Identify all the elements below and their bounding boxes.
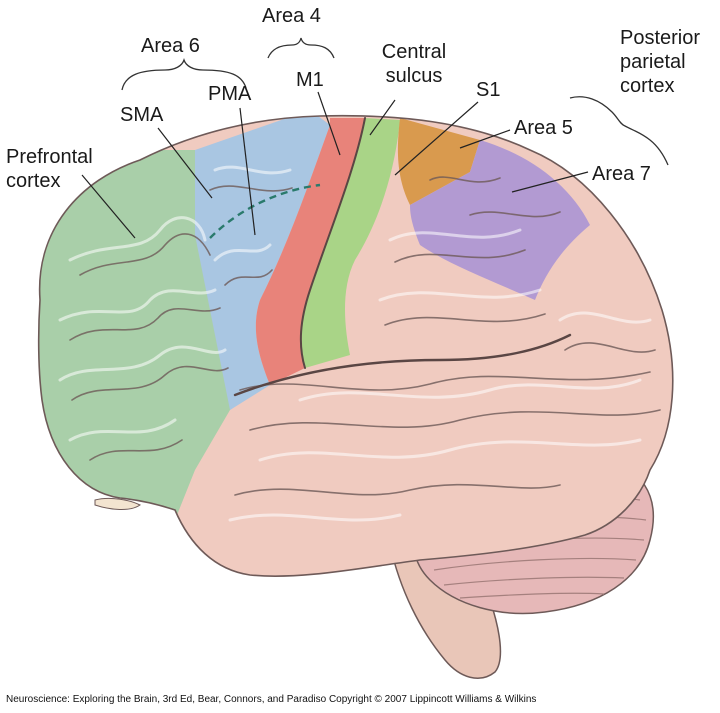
sma-pma-boundary <box>209 183 321 239</box>
label-prefrontal-line1: Prefrontal <box>6 146 93 168</box>
label-prefrontal-line2: cortex <box>6 170 61 192</box>
posterior-parietal-bracket <box>569 96 669 166</box>
prefrontal-region <box>38 150 265 520</box>
label-sma: SMA <box>120 104 164 126</box>
leader-lines <box>81 91 589 239</box>
label-ppc-line1: Posterior <box>620 27 701 49</box>
label-central-line1: Central <box>381 41 447 63</box>
cerebrum-stroke <box>37 114 674 577</box>
lateral-fissure <box>233 333 572 397</box>
label-area-7: Area 7 <box>592 163 651 185</box>
label-posterior-parietal-cortex: Posterior parietal cortex <box>620 26 700 98</box>
area-5-region <box>397 118 480 205</box>
label-pma: PMA <box>208 83 252 105</box>
label-central-sulcus: Central sulcus <box>374 40 454 88</box>
label-ppc-line2: parietal <box>620 51 686 73</box>
copyright-credit: Neuroscience: Exploring the Brain, 3rd E… <box>6 694 537 705</box>
sulci-lines <box>69 176 661 496</box>
gyri-highlights <box>58 165 652 522</box>
label-area-4: Area 4 <box>262 5 321 27</box>
label-central-line2: sulcus <box>385 65 443 87</box>
olfactory-bulb <box>94 497 141 510</box>
area-6-bracket <box>121 57 247 91</box>
label-s1: S1 <box>476 79 501 101</box>
label-ppc-line3: cortex <box>620 75 675 97</box>
central-sulcus-line <box>299 117 366 369</box>
primary-motor-region <box>255 118 365 385</box>
label-prefrontal-cortex: Prefrontal cortex <box>6 145 93 193</box>
somatosensory-region <box>300 118 400 368</box>
label-area-5: Area 5 <box>514 117 573 139</box>
label-m1: M1 <box>296 69 324 91</box>
area-7-region <box>410 140 590 300</box>
premotor-region <box>195 115 330 410</box>
area-4-bracket <box>267 37 335 59</box>
label-area-6: Area 6 <box>141 35 200 57</box>
